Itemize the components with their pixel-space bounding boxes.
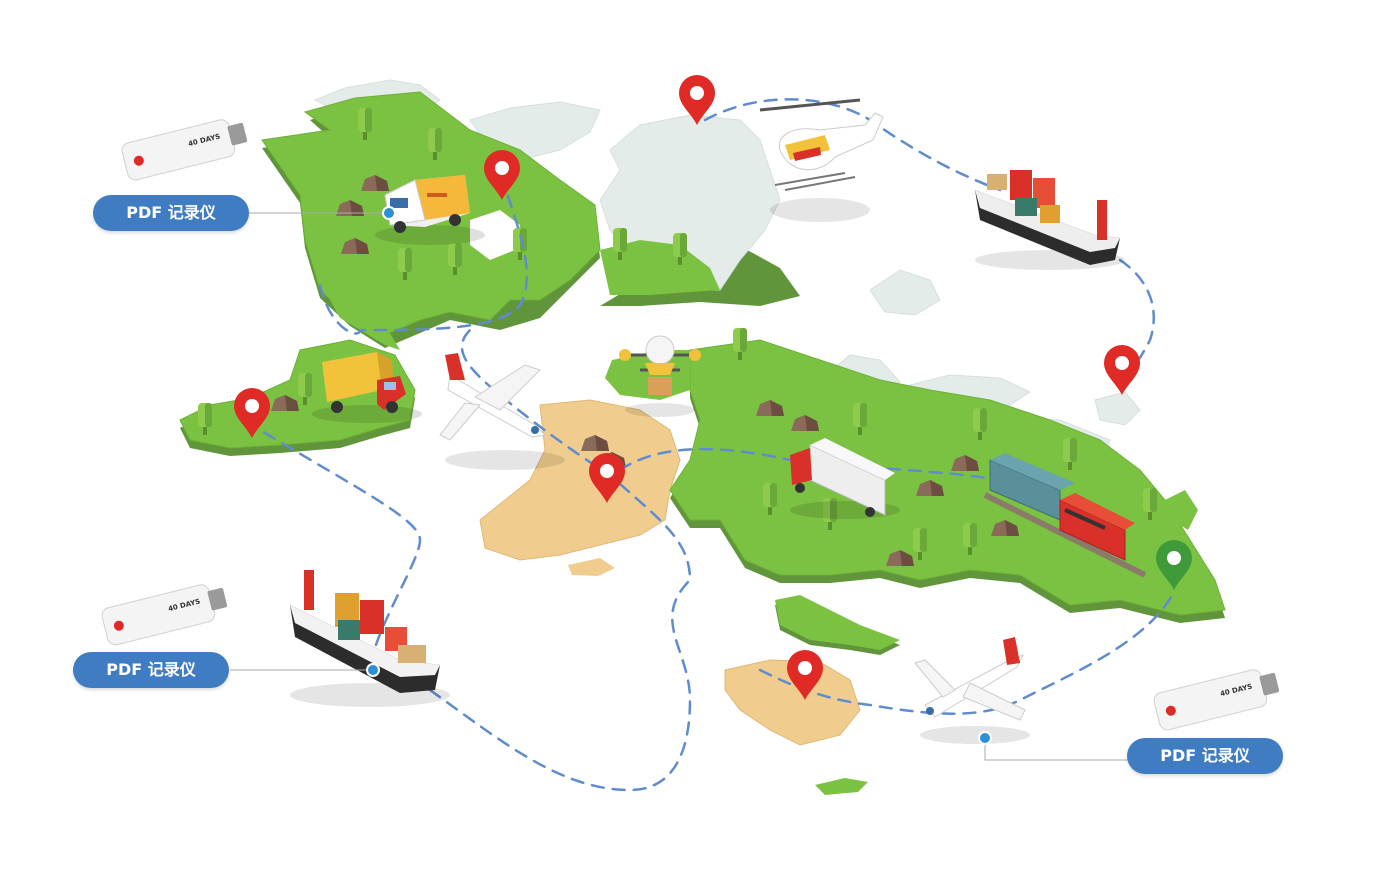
reefer-truck-illustration [790,438,900,519]
freight-train-illustration [983,453,1147,578]
airplane-atlantic-illustration [439,353,565,470]
landmass-central-america [330,300,400,350]
cargo-ship-bottom-illustration [290,570,450,707]
new-zealand [815,778,868,795]
data-logger-device-top-left: 40 DAYS [121,119,248,181]
landmass-southeast-asia [775,595,900,650]
airplane-pacific-illustration [914,637,1030,744]
cargo-truck-illustration [312,352,422,423]
madagascar [568,558,615,576]
hudson-bay [470,210,520,260]
pdf-logger-label-bottom-left[interactable]: PDF 记录仪 [73,652,229,688]
cargo-ship-top-illustration [975,170,1125,270]
data-logger-device-bottom-left: 40 DAYS [101,584,228,646]
helicopter-illustration [759,98,884,222]
data-logger-device-bottom-right: 40 DAYS [1153,669,1280,731]
location-pin-russia-east [1104,345,1140,395]
pdf-logger-label-top-left[interactable]: PDF 记录仪 [93,195,249,231]
pdf-logger-label-bottom-right[interactable]: PDF 记录仪 [1127,738,1283,774]
landmass-europe-north [605,350,690,400]
callout-leader-lines [230,212,1128,761]
landmass-greenland-strip [600,240,720,295]
drone-illustration [619,335,701,417]
japan [1165,490,1198,530]
callout-anchor-dots [366,206,992,745]
landmass-africa [479,399,681,561]
